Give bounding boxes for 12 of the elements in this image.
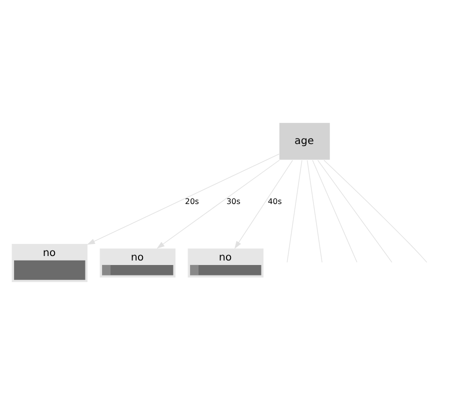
node-box: no xyxy=(187,247,264,278)
connector xyxy=(286,159,302,262)
node-box: no xyxy=(99,247,176,278)
node-box: no xyxy=(11,242,88,282)
connector xyxy=(306,159,322,262)
node-box: age xyxy=(278,122,330,160)
connector xyxy=(324,159,428,262)
arrow xyxy=(156,159,280,248)
arrow xyxy=(87,153,280,244)
arrow xyxy=(234,159,293,248)
connector xyxy=(318,159,392,262)
connector xyxy=(312,159,358,262)
